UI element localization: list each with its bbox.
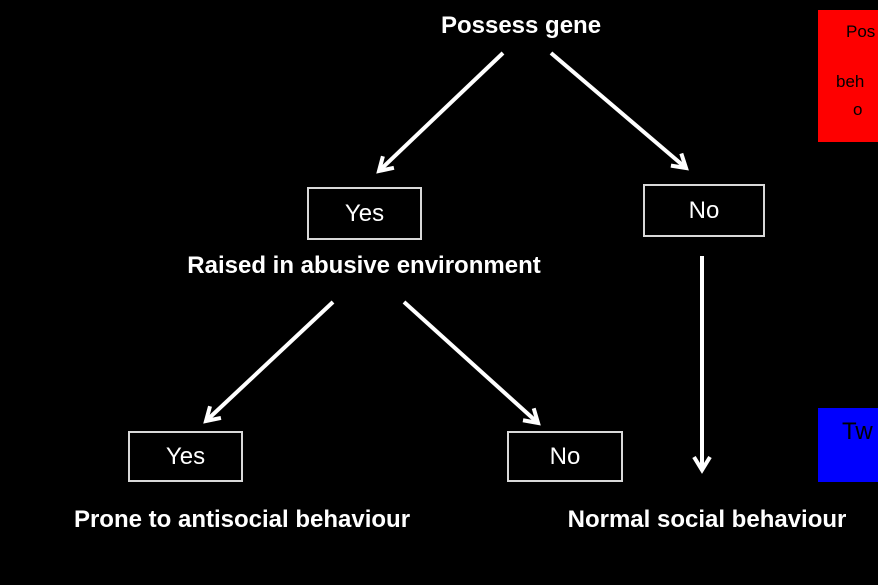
red-callout-text-fragment: beh (836, 72, 865, 91)
gene-no-box: No (643, 184, 765, 237)
arrow-environment-to-no (402, 300, 541, 426)
outcome-normal-label: Normal social behaviour (567, 506, 847, 533)
red-callout-text-fragment: Pos (846, 22, 876, 41)
blue-callout-text-fragment: Tw (842, 418, 873, 445)
root-question-label: Possess gene (440, 12, 602, 39)
red-callout-text-fragment: o (853, 100, 863, 119)
environment-yes-box: Yes (128, 431, 243, 482)
second-question-label: Raised in abusive environment (187, 252, 541, 279)
arrow-gene-to-yes (376, 51, 505, 174)
arrow-gene-to-no (549, 51, 689, 171)
environment-no-box: No (507, 431, 623, 482)
arrow-environment-to-yes (203, 300, 335, 424)
gene-yes-box: Yes (307, 187, 422, 240)
red-callout-box: Pos beh o (818, 10, 878, 142)
blue-callout-box: Tw (818, 408, 878, 482)
outcome-antisocial-label: Prone to antisocial behaviour (73, 506, 411, 533)
